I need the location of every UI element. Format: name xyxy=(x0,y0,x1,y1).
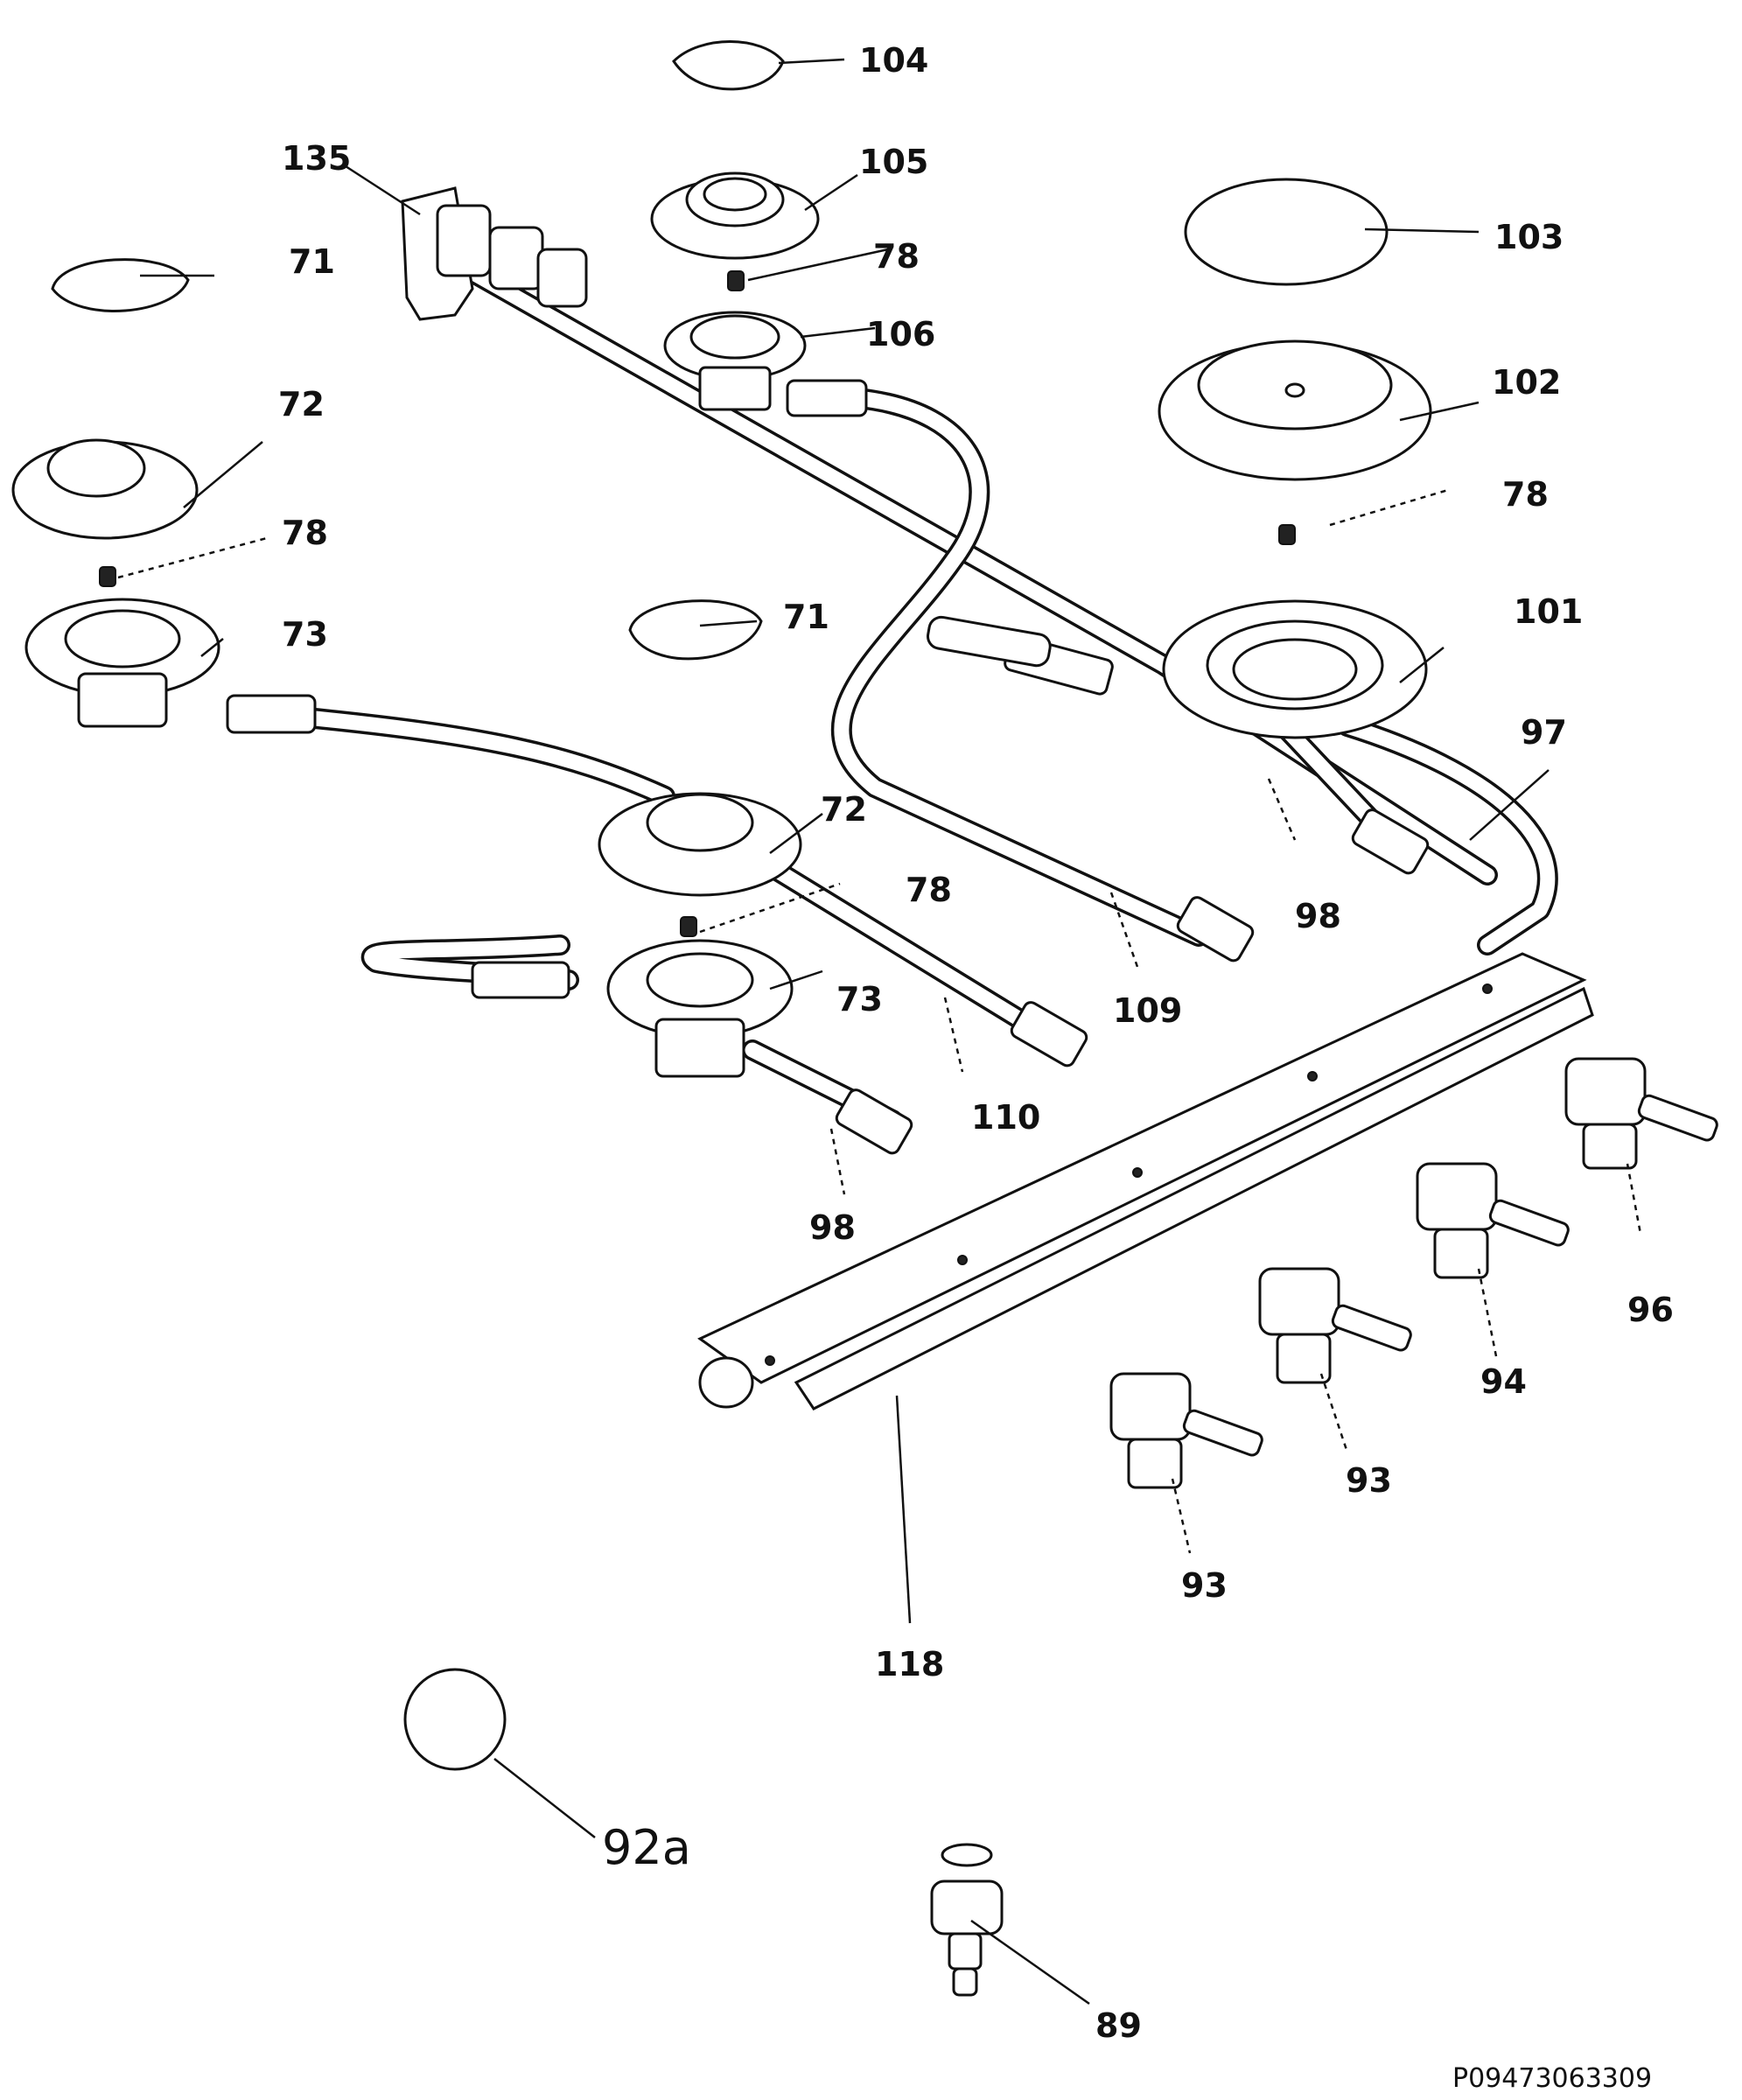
valve-93-lower xyxy=(1109,1372,1263,1489)
screw-78-middle xyxy=(680,916,697,937)
callout-labels: 104 105 135 78 103 71 106 72 102 78 78 7… xyxy=(278,41,1674,2045)
callout-71-middle: 71 xyxy=(783,598,829,636)
callout-104: 104 xyxy=(859,41,928,80)
pipe-fittings xyxy=(226,379,1430,1155)
fitting-73-left xyxy=(226,694,317,734)
fitting-73-lower xyxy=(471,961,570,999)
cap-71-left xyxy=(51,258,190,312)
ignition-part-89 xyxy=(930,1843,1004,1997)
callout-103: 103 xyxy=(1494,218,1564,256)
knob-92a xyxy=(403,1668,507,1771)
callout-73-left: 73 xyxy=(282,615,328,654)
callout-73-middle: 73 xyxy=(836,980,883,1018)
callout-106: 106 xyxy=(866,315,935,354)
burner-104-105-106 xyxy=(650,40,820,411)
burner-middle-71-72-73 xyxy=(598,599,802,1078)
leader-lines xyxy=(117,58,1642,2006)
callout-110: 110 xyxy=(971,1098,1040,1137)
callout-71-left: 71 xyxy=(289,242,335,281)
callout-102: 102 xyxy=(1492,363,1561,402)
callout-92a: 92a xyxy=(602,1820,691,1875)
screw-78-right xyxy=(1278,524,1296,545)
callout-93-upper: 93 xyxy=(1346,1461,1392,1500)
drawing-code: P09473063309 xyxy=(1452,2063,1652,2094)
callout-98-lower: 98 xyxy=(809,1208,856,1247)
nut-98-lower xyxy=(835,1088,913,1155)
valves xyxy=(1109,1057,1718,1489)
callout-135: 135 xyxy=(282,139,351,178)
valve-96 xyxy=(1564,1057,1718,1170)
gas-rail-118 xyxy=(697,952,1594,1410)
callout-78-left: 78 xyxy=(282,514,328,552)
valve-93-upper xyxy=(1258,1267,1412,1384)
nut-110 xyxy=(1010,1001,1088,1068)
gas-inlet-connector-135 xyxy=(401,186,588,321)
thermocouple-probe xyxy=(927,615,1052,668)
nut-109 xyxy=(1176,896,1255,962)
nut-98-right xyxy=(1351,808,1430,875)
callout-93-lower: 93 xyxy=(1181,1566,1228,1605)
callout-105: 105 xyxy=(859,143,928,181)
callout-118: 118 xyxy=(875,1645,944,1684)
screw-78-left xyxy=(99,566,116,587)
callout-96: 96 xyxy=(1627,1291,1674,1329)
cap-104 xyxy=(672,40,785,91)
callout-98-right: 98 xyxy=(1295,897,1341,935)
callout-78-right: 78 xyxy=(1502,475,1549,514)
fitting-106 xyxy=(786,379,868,417)
callout-94: 94 xyxy=(1480,1362,1527,1401)
callout-89: 89 xyxy=(1095,2006,1142,2045)
burner-left-71-72-73 xyxy=(11,258,220,728)
callout-101: 101 xyxy=(1514,592,1583,631)
burner-103-102-101 xyxy=(1158,178,1432,739)
callout-97: 97 xyxy=(1521,713,1567,752)
cap-71-middle xyxy=(628,599,763,661)
callout-109: 109 xyxy=(1113,991,1182,1030)
cap-103 xyxy=(1184,178,1389,286)
screw-78-top xyxy=(727,270,745,291)
callout-72-middle: 72 xyxy=(821,790,867,829)
callout-78-middle: 78 xyxy=(906,871,952,909)
callout-72-left: 72 xyxy=(278,385,325,424)
valve-94 xyxy=(1416,1162,1570,1279)
callout-78-top: 78 xyxy=(873,237,920,276)
